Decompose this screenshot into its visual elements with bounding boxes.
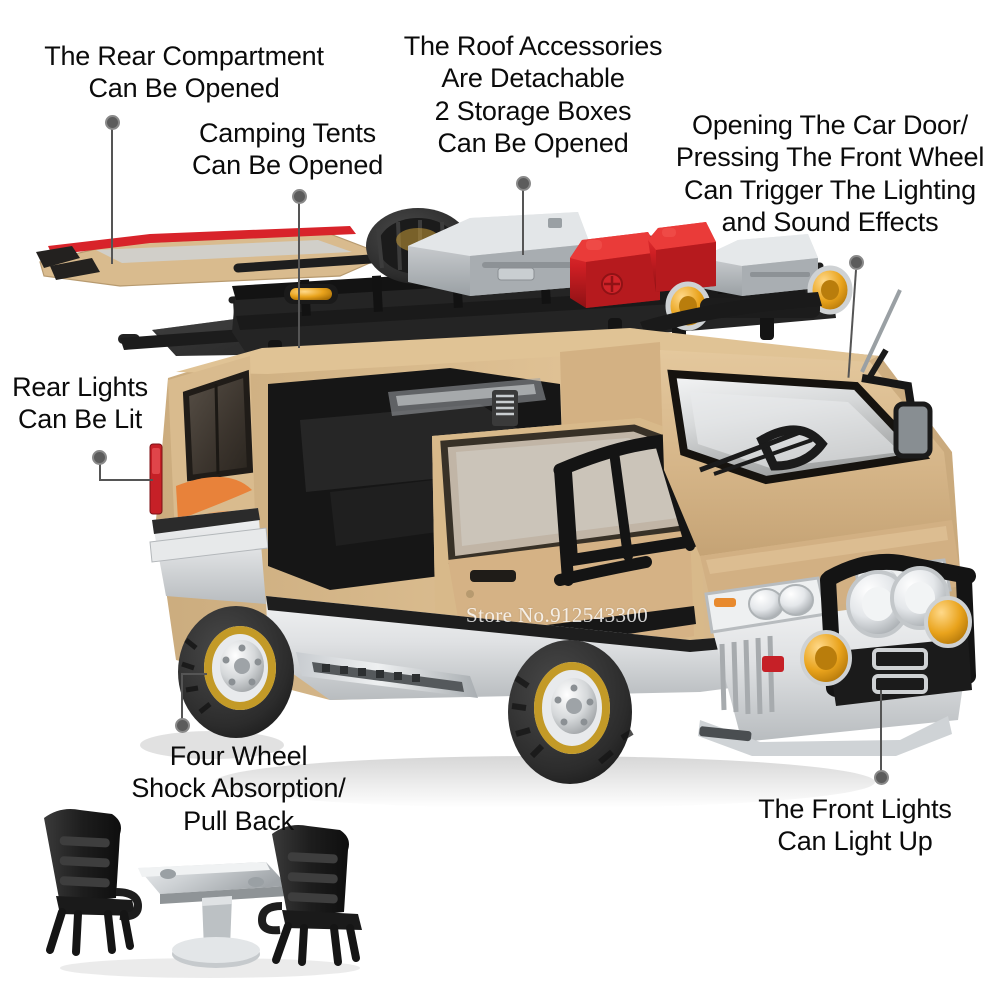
running-board <box>296 652 478 698</box>
rear-taillight <box>149 443 163 515</box>
store-watermark: Store No.912543300 <box>466 603 649 627</box>
callout-rear-lights: Rear Lights Can Be Lit <box>12 372 148 435</box>
callout-door-wheel-trigger: Opening The Car Door/ Pressing The Front… <box>675 110 985 238</box>
rack-marker-lamp <box>284 284 338 304</box>
leader-line-rear-lights-horizontal <box>99 479 153 481</box>
leader-dot-four-wheel <box>175 718 190 733</box>
leader-line-four-wheel-vertical <box>181 673 183 721</box>
camping-tent-panel <box>36 226 373 287</box>
leader-dot-front-lights <box>874 770 889 785</box>
leader-dot-camping-tents <box>292 189 307 204</box>
roof-storage-box-small <box>700 234 818 296</box>
leader-line-four-wheel-horizontal <box>181 673 207 675</box>
leader-line-camping-tents <box>298 202 300 348</box>
bull-bar-spot-lamps <box>800 566 972 686</box>
camp-table <box>138 862 288 968</box>
callout-roof-accessories: The Roof Accessories Are Detachable 2 St… <box>403 31 663 159</box>
side-mirror <box>861 374 933 459</box>
leader-line-rear-lights-vertical <box>99 464 101 480</box>
camp-chair-right <box>257 825 362 966</box>
roof-storage-box-large <box>408 212 590 296</box>
camp-chair-left <box>44 809 143 956</box>
leader-line-rear-compartment <box>111 128 113 264</box>
front-wheel <box>508 640 634 784</box>
rear-wheel <box>178 606 294 738</box>
callout-front-lights: The Front Lights Can Light Up <box>758 794 952 857</box>
callout-rear-compartment: The Rear Compartment Can Be Opened <box>44 41 324 104</box>
camping-table-and-chairs <box>44 809 362 978</box>
leader-dot-door-wheel-trigger <box>849 255 864 270</box>
callout-camping-tents: Camping Tents Can Be Opened <box>191 118 384 181</box>
leader-dot-roof-accessories <box>516 176 531 191</box>
leader-line-front-lights <box>880 690 882 772</box>
leader-dot-rear-lights <box>92 450 107 465</box>
leader-line-roof-accessories <box>522 189 524 255</box>
callout-four-wheel: Four Wheel Shock Absorption/ Pull Back <box>131 741 346 836</box>
front-end <box>698 553 976 756</box>
jerry-cans <box>570 222 716 308</box>
leader-dot-rear-compartment <box>105 115 120 130</box>
